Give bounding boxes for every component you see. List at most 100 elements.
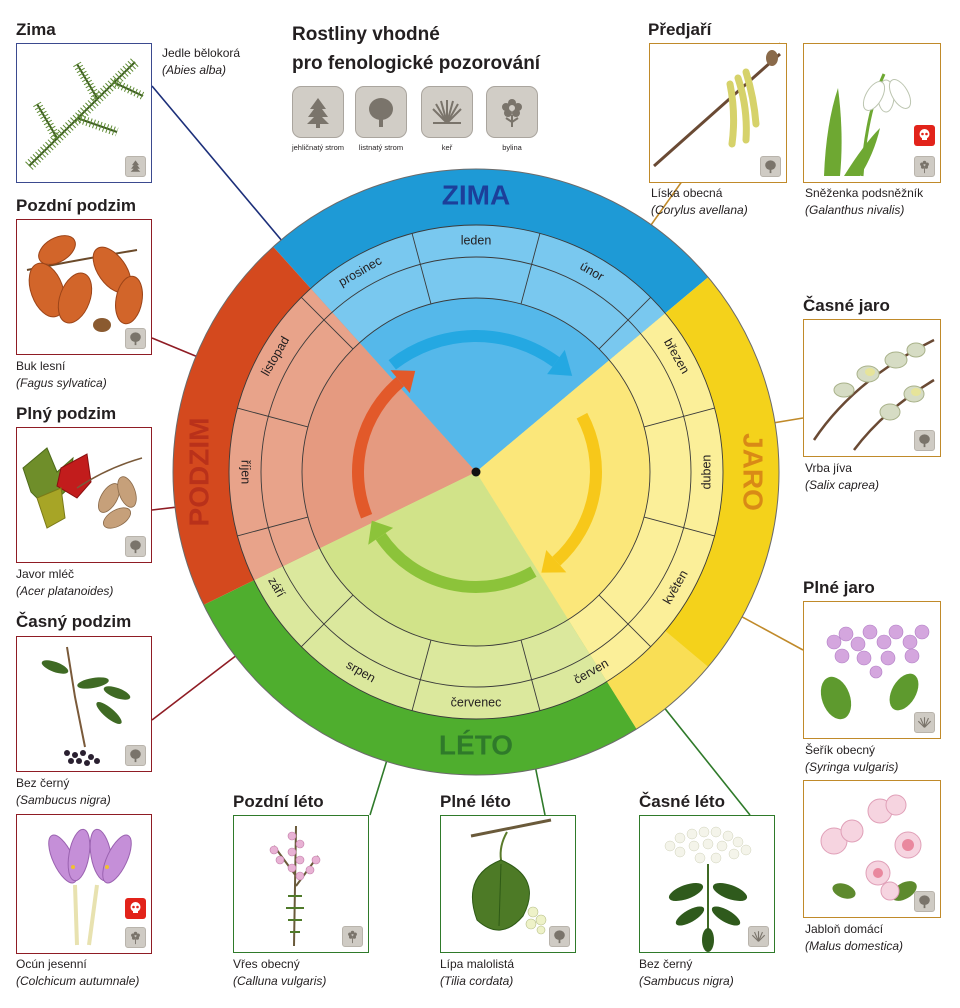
- poison-skull-icon: [914, 125, 935, 146]
- herb-icon: [486, 86, 538, 138]
- plant-caption-buk: Buk lesní(Fagus sylvatica): [16, 358, 107, 392]
- title-line-2: pro fenologické pozorování: [292, 53, 541, 74]
- season-label: ZIMA: [442, 179, 510, 210]
- deciduous-tree-icon: [125, 328, 146, 349]
- plant-name: Ocún jesenní: [16, 957, 87, 971]
- phase-heading-casny-podzim: Časný podzim: [16, 612, 132, 631]
- plant-card-jedle: [16, 43, 152, 183]
- hazel-catkins-image: [653, 50, 781, 168]
- month-divider: [598, 297, 651, 350]
- plant-name: Bez černý: [639, 957, 693, 971]
- plant-card-vres: [233, 815, 369, 953]
- wheel-labels: prosinecledenúnorbřezendubenkvětenčerven…: [183, 179, 768, 760]
- plant-caption-bez-podzim: Bez černý(Sambucus nigra): [16, 775, 111, 809]
- deciduous-tree-icon: [914, 430, 935, 451]
- phase-heading-plny-podzim: Plný podzim: [16, 404, 117, 423]
- month-divider: [237, 407, 309, 428]
- linden-leaf-image: [470, 818, 552, 935]
- title-line-1: Rostliny vhodné: [292, 24, 440, 45]
- plant-caption-javor: Javor mléč(Acer platanoides): [16, 566, 113, 600]
- ring-outline: [228, 224, 724, 720]
- conifer-tree-icon: [292, 86, 344, 138]
- deciduous-tree-icon: [549, 926, 570, 947]
- fir-branch-image: [25, 58, 145, 170]
- season-label: JARO: [738, 433, 769, 511]
- plant-caption-lipa: Lípa malolistá (Tilia cordata): [440, 956, 514, 990]
- phase-heading-predjari: Předjaří: [648, 20, 712, 39]
- spring-arrow-head: [541, 550, 567, 573]
- plant-latin-name: (Sambucus nigra): [639, 974, 734, 988]
- plant-latin-name: (Syringa vulgaris): [805, 760, 899, 774]
- summer-arrow-head: [368, 520, 394, 545]
- shrub-icon: [421, 86, 473, 138]
- maple-leaves-image: [22, 447, 143, 529]
- month-divider: [520, 233, 541, 305]
- summer-arrow: [375, 532, 537, 593]
- winter-arrow-head: [547, 349, 573, 376]
- winter-arrow: [388, 330, 560, 370]
- phase-heading-casne-leto: Časné léto: [639, 792, 725, 811]
- willow-catkins-image: [812, 338, 935, 451]
- month-divider: [598, 594, 651, 647]
- plant-latin-name: (Tilia cordata): [440, 974, 514, 988]
- shrub-icon: [914, 712, 935, 733]
- month-divider: [301, 594, 354, 647]
- apple-blossom-image: [820, 794, 922, 901]
- plant-name: Lípa malolistá: [440, 957, 515, 971]
- plant-caption-vres: Vřes obecný(Calluna vulgaris): [233, 956, 326, 990]
- conifer-tree-icon: [125, 156, 146, 177]
- plant-latin-name: (Corylus avellana): [651, 203, 748, 217]
- legend-label: jehličnatý strom: [291, 143, 345, 152]
- plant-name: Bez černý: [16, 776, 70, 790]
- month-label: duben: [699, 455, 713, 490]
- inner-disc-podzim: [302, 342, 476, 549]
- month-divider: [643, 407, 715, 428]
- deciduous-tree-icon: [355, 86, 407, 138]
- autumn-arrow-head: [390, 370, 416, 394]
- month-divider: [643, 516, 715, 537]
- legend-label: keř: [441, 143, 453, 152]
- autumn-arrow: [352, 377, 405, 519]
- month-divider: [520, 639, 541, 711]
- plant-card-vrba: [803, 319, 941, 457]
- legend-label: listnatý strom: [358, 143, 404, 152]
- plant-card-bez-podzim: [16, 636, 152, 772]
- plant-name: Javor mléč: [16, 567, 75, 581]
- season-label: PODZIM: [183, 418, 214, 527]
- plant-name: Šeřík obecný: [805, 743, 876, 757]
- month-divider: [301, 297, 354, 350]
- legend-herb: bylina: [485, 86, 539, 152]
- plant-latin-name: (Calluna vulgaris): [233, 974, 327, 988]
- plant-card-bez-leto: [639, 815, 775, 953]
- wheel-center: [471, 467, 481, 477]
- plant-latin-name: (Colchicum autumnale): [16, 974, 140, 988]
- elderflower-image: [664, 826, 752, 952]
- season-wheel: [172, 168, 780, 776]
- phase-heading-pozdni-podzim: Pozdní podzim: [16, 196, 136, 215]
- lilac-flowers-image: [820, 624, 930, 720]
- plant-caption-jedle: Jedle bělokorá(Abies alba): [162, 45, 240, 79]
- page-title: Rostliny vhodné pro fenologické pozorová…: [292, 20, 540, 78]
- plant-caption-serik: Šeřík obecný (Syringa vulgaris): [805, 742, 898, 776]
- plant-caption-snezenka: Sněženka podsněžník(Galanthus nivalis): [805, 185, 923, 219]
- plant-name: Jabloň domácí: [805, 922, 884, 936]
- inner-disc-leto: [319, 472, 569, 647]
- phase-heading-casne-jaro: Časné jaro: [803, 296, 890, 315]
- plant-caption-liska: Líska obecná(Corylus avellana): [651, 185, 748, 219]
- month-label: leden: [461, 233, 492, 247]
- plant-card-serik: [803, 601, 941, 739]
- deciduous-tree-icon: [125, 536, 146, 557]
- legend-label: bylina: [502, 143, 522, 152]
- heather-image: [269, 825, 321, 947]
- plant-caption-bez-leto: Bez černý (Sambucus nigra): [639, 956, 734, 990]
- spring-arrow: [552, 412, 602, 566]
- month-divider: [237, 516, 309, 537]
- plant-card-lipa: [440, 815, 576, 953]
- legend-conifer: jehličnatý strom: [291, 86, 345, 152]
- month-divider: [411, 639, 432, 711]
- plant-latin-name: (Fagus sylvatica): [16, 376, 107, 390]
- beech-leaves-image: [26, 235, 143, 332]
- plant-latin-name: (Salix caprea): [805, 478, 880, 492]
- plant-card-jablon: [803, 780, 941, 918]
